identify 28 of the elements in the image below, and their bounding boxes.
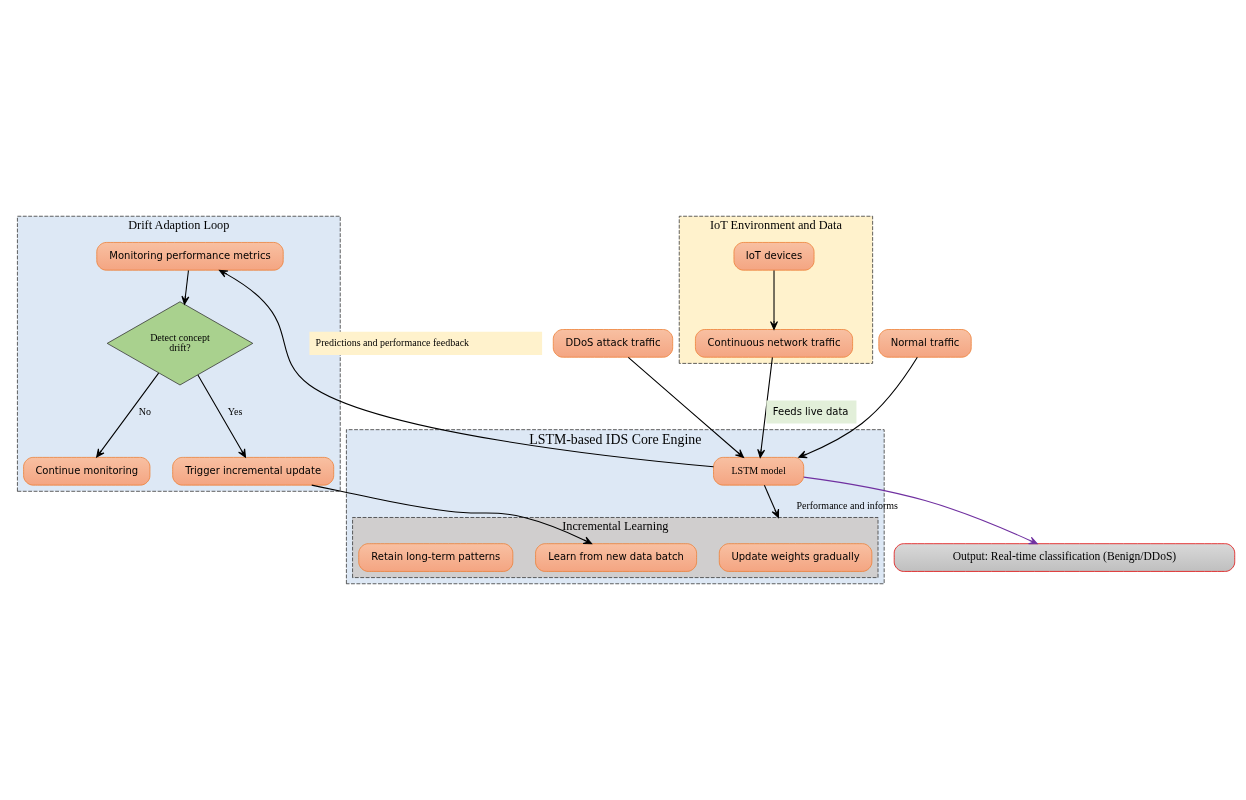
node-box: Learn from new data batch <box>535 543 697 572</box>
arrow <box>798 356 918 459</box>
arrow <box>181 269 190 305</box>
node-box: Update weights gradually <box>718 543 873 572</box>
node-box: Continuous network traffic <box>695 329 853 358</box>
node-box: Output: Real-time classification (Benign/DDoS) <box>893 543 1236 572</box>
arrow <box>311 484 593 545</box>
edge-label: Yes <box>227 405 243 417</box>
edge-label: Feeds live data <box>772 405 849 417</box>
arrow <box>803 476 1038 545</box>
edge-label: No <box>138 405 152 417</box>
node-box: DDoS attack traffic <box>552 329 674 358</box>
node-box: LSTM model <box>713 457 805 486</box>
arrow <box>763 484 780 519</box>
arrow <box>770 269 778 330</box>
arrow <box>197 374 246 458</box>
arrow <box>219 269 715 468</box>
edge-label: Performance and informs <box>796 499 899 511</box>
node-box: Trigger incremental update <box>172 457 335 486</box>
node-box: Normal traffic <box>878 329 972 358</box>
node-box: IoT devices <box>733 242 815 271</box>
node-box: Continue monitoring <box>23 457 151 486</box>
node-diamond: Detect concept drift? <box>106 301 254 386</box>
node-box: Monitoring performance metrics <box>96 242 284 271</box>
arrow <box>627 356 745 458</box>
arrow <box>96 372 160 458</box>
arrow <box>757 356 773 458</box>
node-box: Retain long-term patterns <box>358 543 514 572</box>
